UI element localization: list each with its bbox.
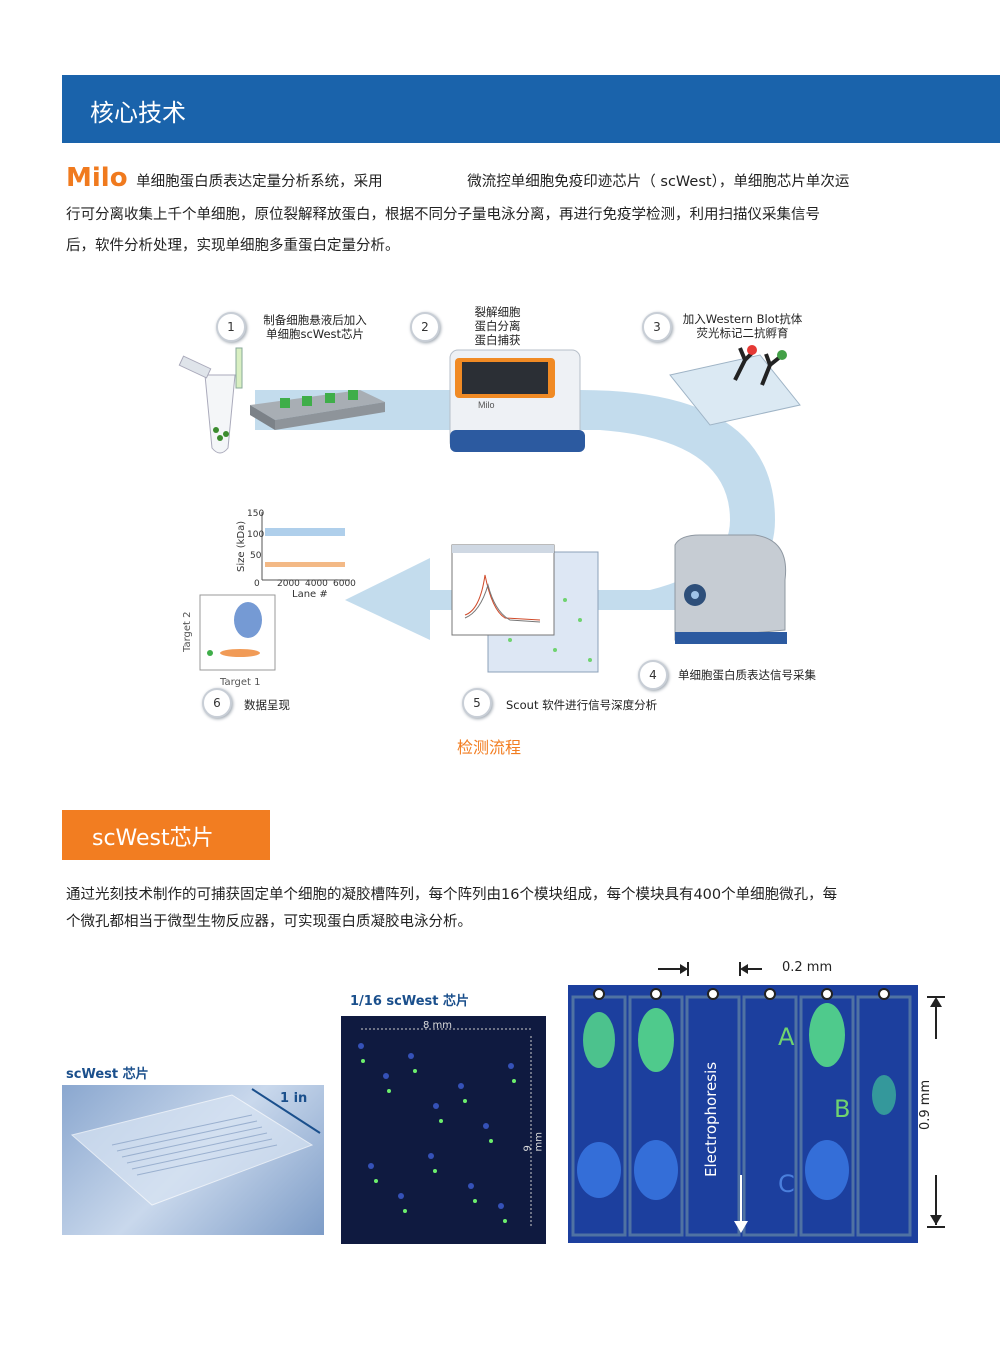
target-scatter-plot: Target 1 Target 2 [182,594,276,688]
device-label: Milo [478,400,495,410]
spacing-label: 0.2 mm [782,960,833,975]
tube-icon [178,347,243,454]
desc2-line-1: 通过光刻技术制作的可捕获固定单个细胞的凝胶槽阵列，每个阵列由16个模块组成，每个… [66,887,838,903]
band-c-label: C [778,1170,795,1198]
section-header-scwest: scWest芯片 [62,810,270,860]
step-6-text: 数据呈现 [244,698,290,712]
step-6-badge: 6 [202,688,232,718]
desc2-line-2: 个微孔都相当于微型生物反应器，可实现蛋白质凝胶电泳分析。 [66,914,472,930]
xtick-2000: 2000 [277,579,300,589]
xtick-4000: 4000 [305,579,328,589]
brand-name: Milo [66,163,128,193]
scanner-icon [674,534,787,644]
spacing-dimension [658,962,762,976]
software-screenshot [451,544,599,673]
height-label: 0.9 mm [918,1079,933,1130]
step-4-badge: 4 [638,660,668,690]
ytick-50: 50 [250,551,262,561]
subchip-caption: 1/16 scWest 芯片 [350,994,470,1009]
xlabel-lane: Lane # [292,589,328,600]
band-b-label: B [834,1095,851,1123]
intro-line-1: Milo 单细胞蛋白质表达定量分析系统，采用 微流控单细胞免疫印迹芯片（ scW… [66,163,849,193]
section-title: 核心技术 [90,99,186,127]
step-3-badge: 3 [642,312,672,342]
step-3-text: 加入Western Blot抗体 荧光标记二抗孵育 [682,312,803,340]
section-title-2: scWest芯片 [92,826,214,851]
height-dimension [927,996,945,1228]
electrophoresis-label: Electrophoresis [702,1061,720,1177]
subchip-width: 8 mm [423,1020,453,1031]
workflow-caption: 检测流程 [457,738,522,757]
chip-photo: 1 in [62,1085,324,1235]
intro-line-3: 后，软件分析处理，实现单细胞多重蛋白定量分析。 [66,238,400,254]
band-a-label: A [778,1023,795,1051]
size-lane-plot: 150 100 50 0 2000 4000 6000 Lane # Size … [236,509,356,600]
ylabel-size: Size (kDa) [236,521,247,572]
step-2-badge: 2 [410,312,440,342]
step-2-text: 裂解细胞 蛋白分离 蛋白捕获 [474,305,521,347]
intro-text-a: 单细胞蛋白质表达定量分析系统，采用 [136,174,383,190]
ytick-150: 150 [247,509,264,519]
step-1-badge: 1 [216,312,246,342]
lane-image: Electrophoresis A B C [568,985,918,1243]
intro-text-b: 微流控单细胞免疫印迹芯片（ scWest），单细胞芯片单次运 [467,174,850,190]
subchip-height: 9 mm [522,1132,545,1152]
chip-caption: scWest 芯片 [66,1067,149,1082]
xtick-6000: 6000 [333,579,356,589]
ytick-0: 0 [254,579,260,589]
chip-block-icon [250,390,385,430]
section-header-core: 核心技术 [62,75,1000,143]
ytick-100: 100 [247,530,264,540]
subchip-image: 8 mm 9 mm [341,1016,546,1244]
step-4-text: 单细胞蛋白质表达信号采集 [678,668,816,682]
milo-device-icon: Milo [449,349,585,452]
chip-dimension: 1 in [280,1091,308,1106]
workflow-diagram: Milo 150 100 50 0 2000 4000 [178,345,801,688]
step-1-text: 制备细胞悬液后加入 单细胞scWest芯片 [263,313,367,341]
step-5-badge: 5 [462,688,492,718]
step-5-text: Scout 软件进行信号深度分析 [506,698,658,712]
intro-line-2: 行可分离收集上千个单细胞，原位裂解释放蛋白，根据不同分子量电泳分离，再进行免疫学… [66,207,820,223]
xlabel-target1: Target 1 [219,677,260,688]
ylabel-target2: Target 2 [182,612,193,653]
blot-slide-icon [669,345,801,426]
